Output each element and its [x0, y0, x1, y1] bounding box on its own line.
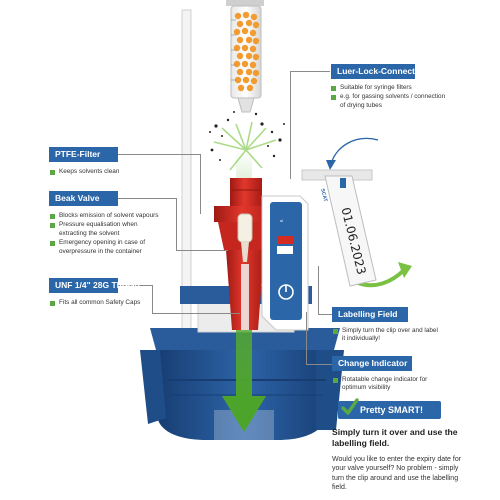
leader-beak-h: [118, 198, 176, 199]
beak-valve-bullets: Blocks emission of solvent vapours Press…: [50, 212, 162, 257]
bullet: Simply turn the clip over and label it i…: [333, 327, 438, 344]
checkmark-icon: [341, 398, 359, 415]
bullet: Emergency opening in case of overpressur…: [50, 239, 162, 256]
leader-change-h: [306, 364, 332, 365]
unf-thread-title: UNF 1/4" 28G Thread: [49, 278, 140, 293]
leader-label-v: [318, 266, 319, 314]
leader-change-v: [306, 312, 307, 364]
leader-beak-v: [176, 198, 177, 250]
leader-unf-h: [118, 285, 152, 286]
leader-ptfe-h: [118, 154, 200, 155]
svg-text:ol: ol: [280, 218, 283, 223]
ptfe-filter-bullets: Keeps solvents clean: [50, 168, 160, 177]
leader-unf-h2: [152, 313, 240, 314]
leader-luer-v: [290, 71, 291, 179]
leader-label-h: [318, 314, 332, 315]
luer-lock-title: Luer-Lock-Connection: [331, 64, 428, 79]
bullet: Suitable for syringe filters: [331, 84, 449, 92]
pretty-smart-label: Pretty SMART!: [360, 405, 424, 415]
leader-ptfe-v: [200, 154, 201, 214]
bullet: e.g. for gassing solvents / connection o…: [331, 93, 449, 110]
beak-valve-title: Beak Valve: [49, 191, 118, 206]
ptfe-filter-title: PTFE-Filter: [49, 147, 118, 162]
labelling-field-bullets: Simply turn the clip over and label it i…: [333, 327, 438, 345]
change-indicator-clip: ol: [261, 195, 309, 331]
particle-burst: [209, 111, 285, 171]
leader-unf-v: [152, 285, 153, 313]
change-indicator-title: Change Indicator: [332, 356, 412, 371]
pretty-smart-badge: Pretty SMART!: [338, 398, 441, 419]
leader-luer-h: [290, 71, 330, 72]
bullet: Keeps solvents clean: [50, 168, 160, 176]
bullet: Blocks emission of solvent vapours: [50, 212, 162, 220]
bullet: Rotatable change indicator for optimum v…: [333, 376, 438, 393]
smart-title: Simply turn it over and use the labellin…: [332, 427, 458, 448]
leader-beak-h2: [176, 250, 228, 251]
labelling-field-title: Labelling Field: [332, 307, 408, 322]
beak-valve-body: [214, 178, 276, 330]
luer-lock-bullets: Suitable for syringe filters e.g. for ga…: [331, 84, 449, 111]
unf-thread-bullets: Fits all common Safety Caps: [50, 299, 160, 308]
syringe-filter: [226, 0, 264, 113]
smart-body: Would you like to enter the expiry date …: [332, 456, 462, 492]
change-indicator-bullets: Rotatable change indicator for optimum v…: [333, 376, 438, 394]
bullet: Fits all common Safety Caps: [50, 299, 160, 307]
bullet: Pressure equalisation when extracting th…: [50, 221, 162, 238]
labelling-clip: [301, 169, 377, 287]
rotate-arrow-top: [329, 137, 379, 169]
